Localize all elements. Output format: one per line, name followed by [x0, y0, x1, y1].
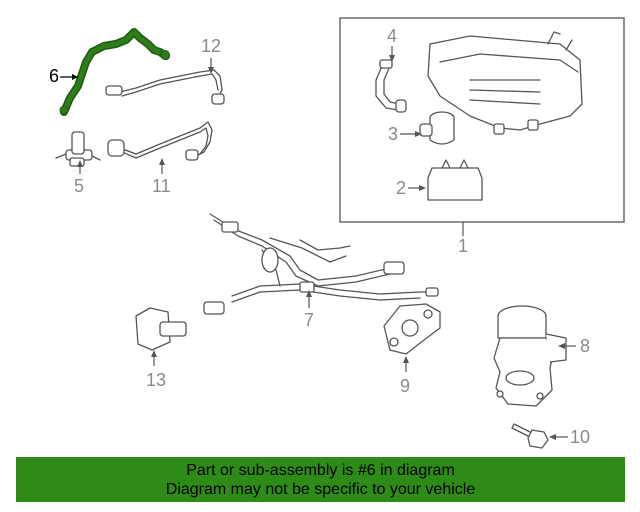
- svg-text:10: 10: [570, 427, 590, 447]
- svg-text:7: 7: [304, 310, 314, 330]
- part-10-bolt[interactable]: [511, 423, 549, 449]
- part-2-bracket[interactable]: [427, 159, 483, 201]
- part-3-valve[interactable]: [419, 111, 455, 145]
- parts-diagram: 6 12 11 5: [49, 17, 625, 449]
- callout-10[interactable]: 10: [549, 427, 590, 447]
- part-11-tube[interactable]: [107, 121, 213, 161]
- info-banner: Part or sub-assembly is #6 in diagram Di…: [16, 457, 625, 502]
- callout-5[interactable]: 5: [74, 160, 84, 196]
- callout-13[interactable]: 13: [146, 350, 166, 390]
- part-4-hose[interactable]: [375, 59, 407, 113]
- svg-text:5: 5: [74, 176, 84, 196]
- svg-text:6: 6: [49, 66, 59, 86]
- svg-text:12: 12: [201, 36, 221, 56]
- svg-text:4: 4: [387, 26, 397, 46]
- callout-2[interactable]: 2: [396, 178, 426, 198]
- svg-text:3: 3: [388, 124, 398, 144]
- banner-line-disclaimer: Diagram may not be specific to your vehi…: [165, 480, 476, 498]
- part-9-gasket[interactable]: [383, 303, 441, 355]
- svg-text:11: 11: [152, 176, 171, 196]
- callout-1[interactable]: 1: [458, 222, 468, 256]
- part-5-connector[interactable]: [55, 131, 101, 167]
- svg-text:13: 13: [146, 370, 166, 390]
- part-1-canister-assembly[interactable]: [339, 17, 625, 223]
- callout-12[interactable]: 12: [201, 36, 221, 74]
- callout-4[interactable]: 4: [387, 26, 397, 62]
- callout-8[interactable]: 8: [558, 336, 590, 356]
- callout-3[interactable]: 3: [388, 124, 422, 144]
- callout-11[interactable]: 11: [152, 158, 171, 196]
- callout-6[interactable]: 6: [49, 66, 78, 86]
- callout-7[interactable]: 7: [304, 290, 314, 330]
- canister-body: [427, 31, 583, 135]
- part-8-egr-valve[interactable]: [493, 305, 567, 407]
- banner-line-part: Part or sub-assembly is #6 in diagram: [186, 461, 455, 479]
- svg-text:8: 8: [580, 336, 590, 356]
- svg-text:2: 2: [396, 178, 406, 198]
- callout-9[interactable]: 9: [400, 356, 410, 396]
- svg-text:1: 1: [458, 236, 468, 256]
- part-6-hose[interactable]: [59, 28, 170, 116]
- part-7-harness[interactable]: [203, 213, 439, 315]
- svg-text:9: 9: [400, 376, 410, 396]
- part-12-tube[interactable]: [105, 69, 225, 105]
- part-13-solenoid[interactable]: [135, 307, 187, 351]
